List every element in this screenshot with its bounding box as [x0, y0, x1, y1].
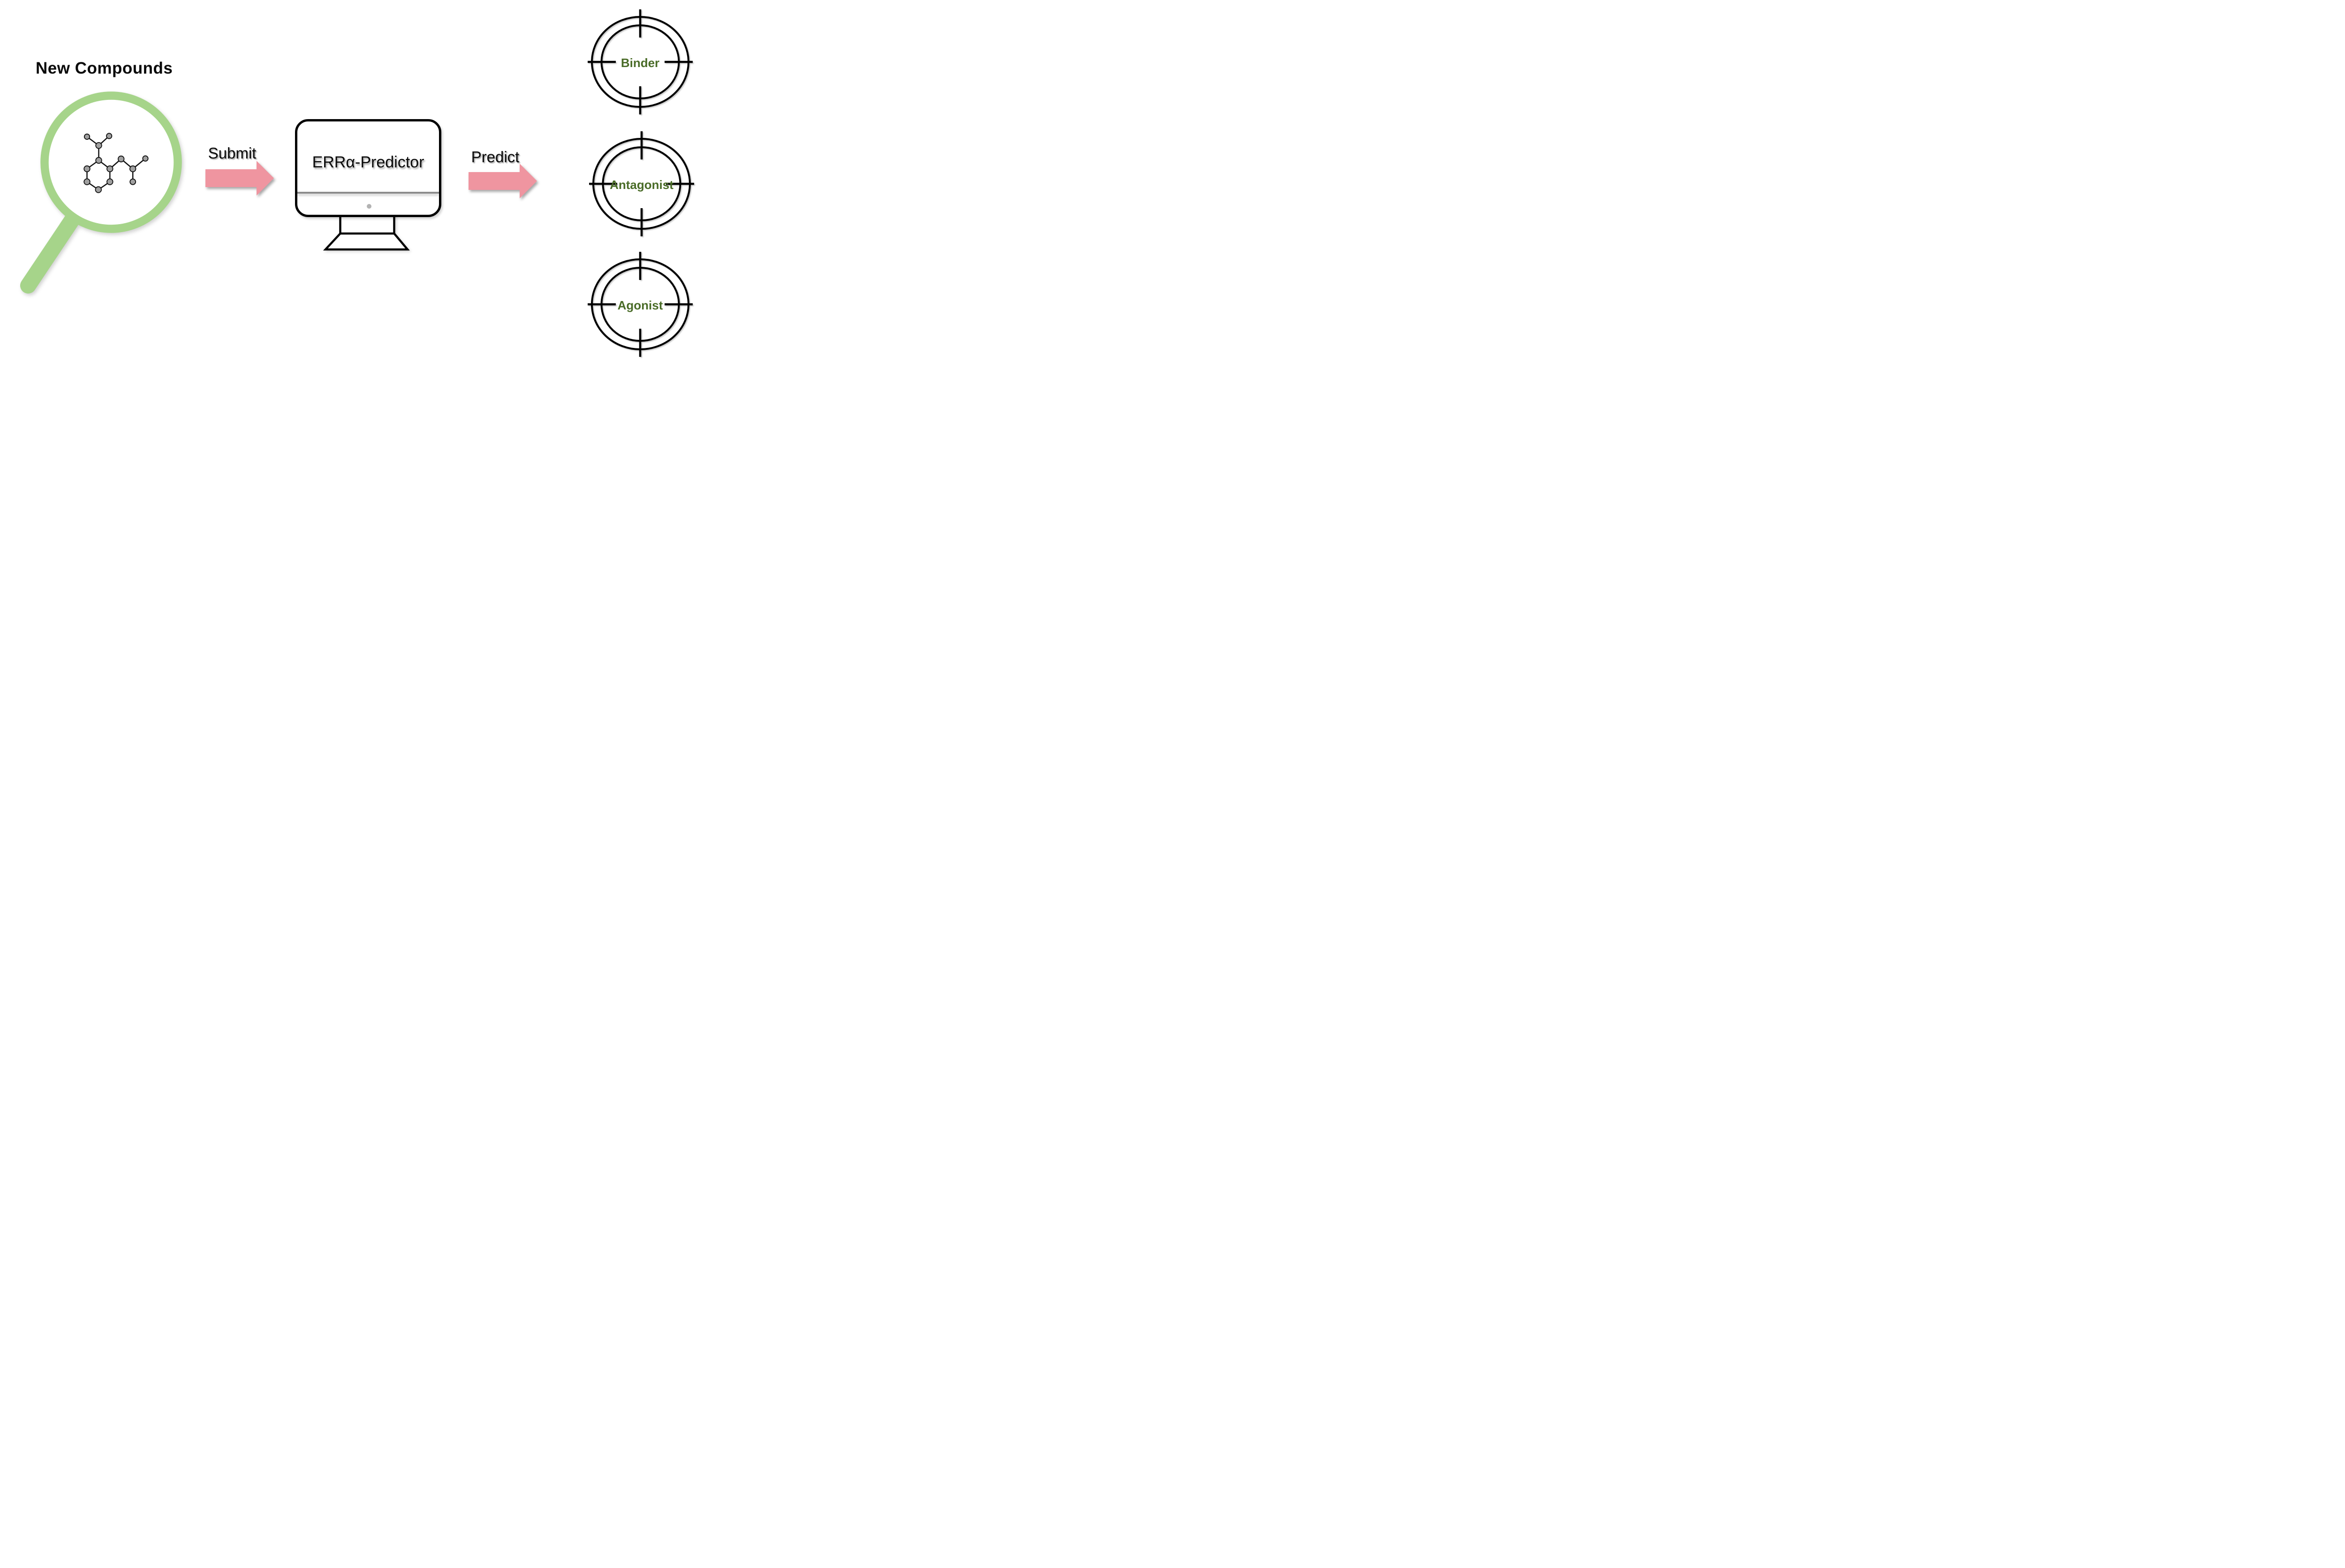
molecule-graphic: [83, 133, 149, 193]
molecule-atom: [83, 133, 91, 140]
target-antagonist: Antagonist: [588, 131, 696, 237]
magnifier-icon: [20, 91, 182, 294]
molecule-atom: [95, 142, 102, 149]
molecule-atom: [142, 155, 149, 162]
magnifier-handle: [20, 208, 83, 294]
molecule-atom: [95, 157, 102, 164]
molecule-atom: [117, 155, 125, 163]
monitor-chin-dot: [367, 204, 371, 209]
molecule-atom: [95, 186, 102, 193]
predictor-monitor: ERRα-Predictor: [295, 119, 441, 217]
molecule-atom: [106, 133, 113, 139]
molecule-atom: [83, 178, 91, 185]
predictor-title: ERRα-Predictor: [312, 153, 424, 171]
diagram-canvas: New Compounds Submit ERRα-Predictor Pred…: [0, 0, 722, 370]
submit-label: Submit: [208, 144, 257, 162]
page-title: New Compounds: [36, 59, 173, 77]
monitor-stand: [323, 212, 410, 251]
predict-arrow-icon: [469, 164, 537, 198]
molecule-atom: [83, 165, 91, 173]
target-label-agonist: Agonist: [617, 298, 663, 312]
molecule-atom: [129, 165, 136, 173]
magnifier-lens: [40, 91, 182, 233]
submit-arrow-icon: [205, 161, 274, 196]
molecule-atom: [106, 178, 113, 185]
molecule-atom: [106, 165, 113, 173]
target-label-antagonist: Antagonist: [610, 178, 673, 192]
target-label-binder: Binder: [620, 56, 660, 70]
predict-label: Predict: [471, 148, 520, 166]
molecule-atom: [129, 178, 136, 185]
target-agonist: Agonist: [586, 251, 694, 357]
monitor-divider-line: [297, 192, 439, 194]
target-binder: Binder: [586, 9, 694, 115]
